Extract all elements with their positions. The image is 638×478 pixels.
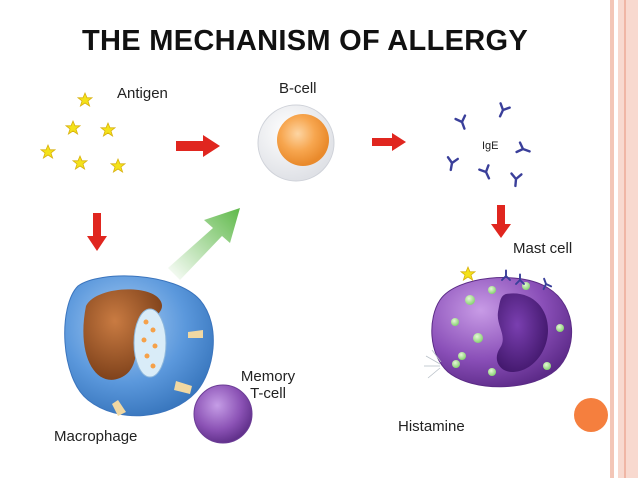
mast-cell bbox=[424, 266, 573, 388]
memory-t-cell bbox=[193, 384, 253, 444]
label-ige: IgE bbox=[482, 140, 499, 152]
label-mast-cell: Mast cell bbox=[513, 240, 573, 257]
label-memory-t-cell-line2: T-cell bbox=[250, 385, 286, 402]
label-histamine: Histamine bbox=[398, 418, 465, 435]
label-macrophage: Macrophage bbox=[54, 428, 138, 445]
arrow-right-bcell-to-ige bbox=[372, 133, 406, 151]
slide-title: THE MECHANISM OF ALLERGY bbox=[82, 25, 528, 57]
label-antigen: Antigen bbox=[117, 85, 168, 102]
label-memory-t-cell-line1: Memory bbox=[240, 368, 296, 385]
macrophage bbox=[64, 275, 214, 417]
right-border-line bbox=[624, 0, 626, 478]
antigen-cluster bbox=[40, 92, 126, 173]
orange-accent-dot bbox=[574, 398, 608, 432]
label-memory-t-cell: Memory T-cell bbox=[236, 368, 300, 402]
b-cell bbox=[257, 104, 335, 182]
right-border-stripe bbox=[610, 0, 614, 478]
green-arrow-macrophage-to-bcell bbox=[168, 208, 240, 280]
right-border-band bbox=[618, 0, 638, 478]
arrow-down-ige-to-mastcell bbox=[491, 205, 511, 238]
allergy-diagram bbox=[40, 92, 573, 444]
arrow-down-antigen-to-macrophage bbox=[87, 213, 107, 251]
label-b-cell: B-cell bbox=[279, 80, 317, 97]
arrow-right-antigen-to-bcell bbox=[176, 135, 220, 157]
red-arrows bbox=[87, 133, 511, 251]
